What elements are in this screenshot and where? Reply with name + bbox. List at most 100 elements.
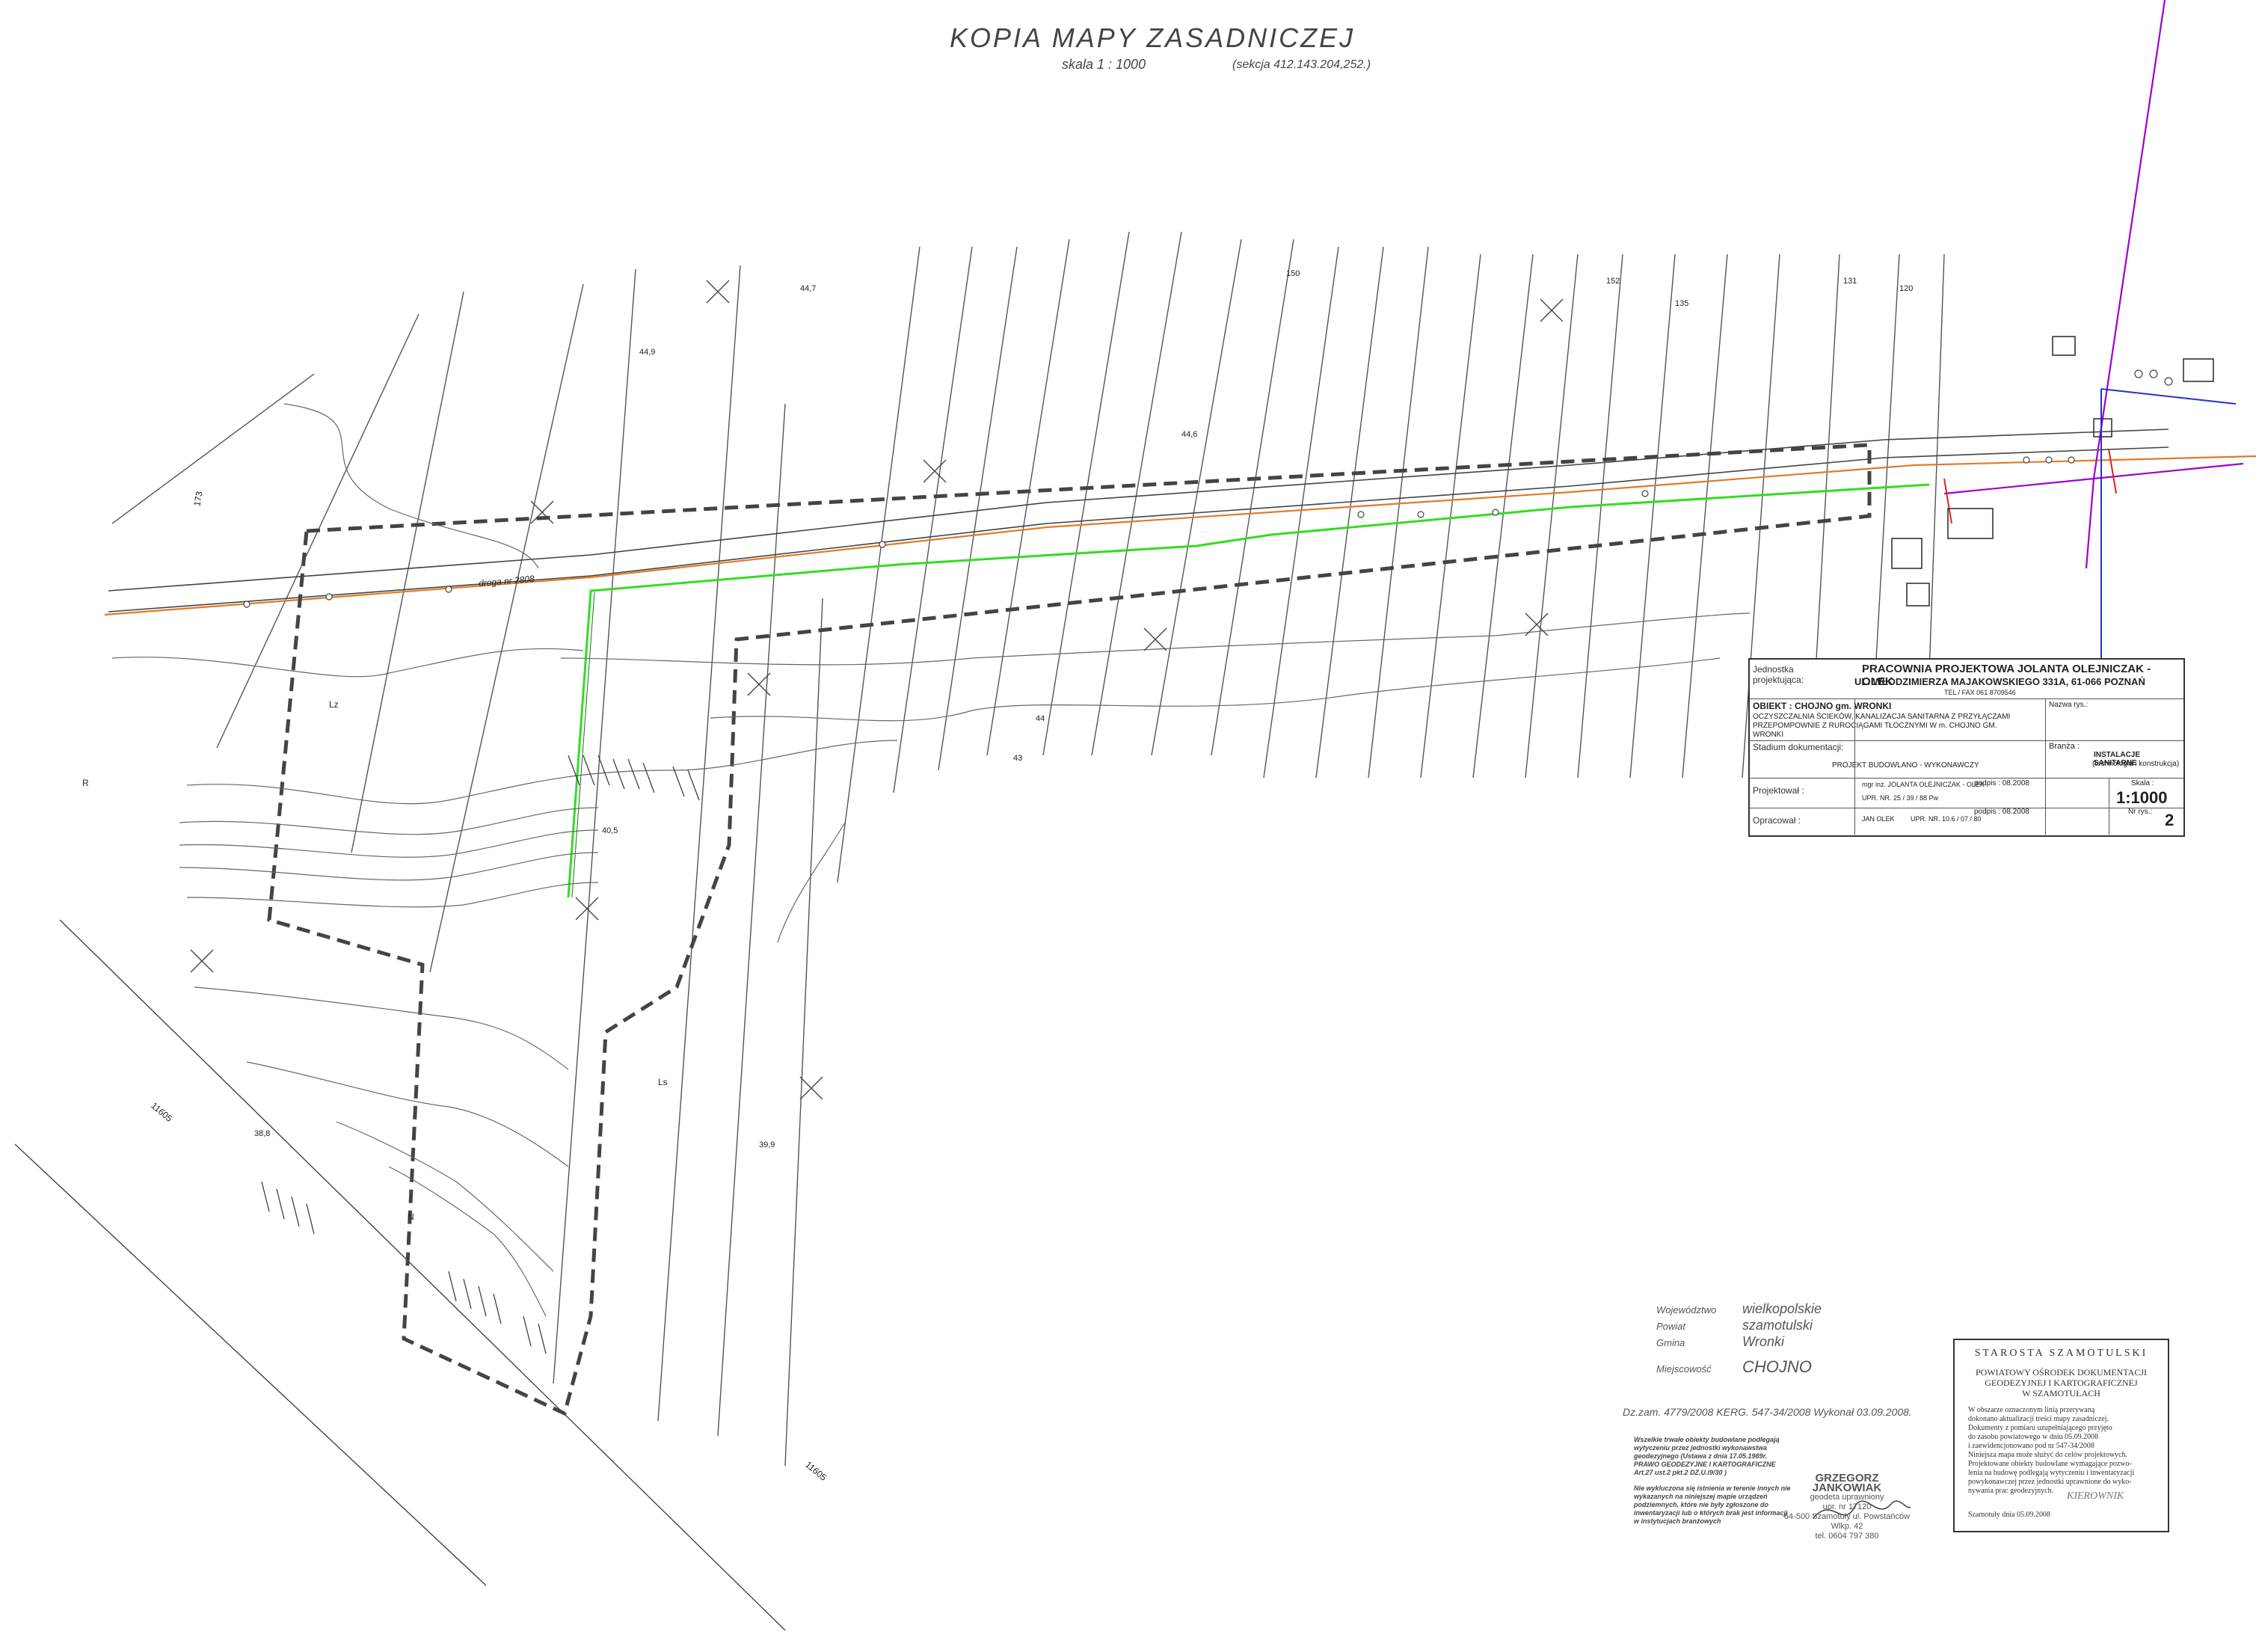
elevation-label: 44,6 bbox=[1181, 430, 1198, 439]
surveyor-name: GRZEGORZ JANKOWIAK bbox=[1812, 1472, 1882, 1494]
tb-designer-sign: podpis : 08.2008 bbox=[1974, 779, 2029, 787]
district-value: szamotulski bbox=[1742, 1318, 1813, 1333]
survey-area-boundary bbox=[267, 443, 1872, 1416]
commune-row: Gmina Wronki bbox=[1656, 1334, 1784, 1350]
order-numbers: Dz.zam. 4779/2008 KERG. 547-34/2008 Wyko… bbox=[1623, 1406, 1912, 1418]
voivodeship-value: wielkopolskie bbox=[1742, 1301, 1822, 1316]
tb-divider bbox=[1854, 698, 1855, 835]
starosta-date: Szamotuły dnia 05.09.2008 bbox=[1968, 1511, 2050, 1519]
starosta-line: Projektowane obiekty budowlane wymagając… bbox=[1968, 1460, 2132, 1468]
tb-divider bbox=[2045, 698, 2046, 835]
starosta-office: POWIATOWY OŚRODEK DOKUMENTACJI GEODEZYJN… bbox=[1955, 1367, 2168, 1398]
starosta-line: Dokumenty z pomiaru uzupełniającego przy… bbox=[1968, 1424, 2112, 1432]
starosta-line: nywania prac geodezyjnych. bbox=[1968, 1487, 2054, 1495]
tb-sheet-value: 2 bbox=[2165, 811, 2174, 829]
starosta-line: lenia na budowę podlegają wytyczeniu i i… bbox=[1968, 1469, 2135, 1477]
tb-drawer-upr: UPR. NR. 10.6 / 07 / 80 bbox=[1911, 815, 1982, 823]
tb-unit-row: Jednostka projektująca: PRACOWNIA PROJEK… bbox=[1750, 660, 2183, 699]
starosta-line: powykonawczej przez jednostki uprawnione… bbox=[1968, 1478, 2132, 1486]
tb-stage-label: Stadium dokumentacji: bbox=[1753, 742, 1844, 752]
landuse-label: N bbox=[408, 1212, 414, 1222]
surveyor-phone: tel. 0604 797 380 bbox=[1815, 1532, 1879, 1541]
commune-value: Wronki bbox=[1742, 1334, 1785, 1349]
surveyor-role: geodeta uprawniony bbox=[1810, 1493, 1884, 1502]
tb-unit-tel: TEL / FAX 061 8709546 bbox=[1944, 689, 2016, 696]
road-edges bbox=[108, 429, 2169, 612]
tb-sheet-label: Nr rys.: bbox=[2128, 808, 2153, 816]
landuse-label: Ls bbox=[658, 1077, 668, 1087]
elevation-label: 44,7 bbox=[800, 284, 817, 293]
parcel-lines bbox=[111, 231, 1945, 1467]
commune-label: Gmina bbox=[1656, 1337, 1685, 1348]
parcel-label: 120 bbox=[1899, 284, 1914, 293]
surveyor-license: upr. nr 17120 bbox=[1822, 1502, 1872, 1511]
tb-designer-upr: UPR. NR. 25 / 39 / 88 Pw bbox=[1862, 794, 1939, 802]
tb-drawer-label: Opracował : bbox=[1753, 815, 1801, 826]
starosta-line: Niniejsza mapa może służyć do celów proj… bbox=[1968, 1451, 2127, 1459]
title-block: Jednostka projektująca: PRACOWNIA PROJEK… bbox=[1748, 658, 2185, 837]
starosta-office-line: W SZAMOTUŁACH bbox=[2022, 1388, 2100, 1398]
map-title: KOPIA MAPY ZASADNICZEJ bbox=[950, 22, 1356, 53]
elevation-label: 38,8 bbox=[254, 1129, 271, 1138]
starosta-heading: STAROSTA SZAMOTULSKI bbox=[1974, 1348, 2148, 1359]
tb-nazwa-label: Nazwa rys.: bbox=[2049, 701, 2089, 709]
surveyor-stamp: GRZEGORZ JANKOWIAK geodeta uprawniony up… bbox=[1780, 1473, 1914, 1541]
elevation-label: 40,5 bbox=[602, 826, 618, 835]
poles bbox=[243, 369, 2173, 608]
elevation-label: 44 bbox=[1036, 714, 1045, 723]
tb-object-desc: PRZEPOMPOWNIE Z RUROCIĄGAMI TŁOCZNYMI W … bbox=[1753, 722, 1997, 730]
starosta-stamp-word: KIEROWNIK bbox=[2067, 1490, 2124, 1502]
tb-unit-address: UL. WŁODZIMIERZA MAJAKOWSKIEGO 331A, 61-… bbox=[1854, 676, 2145, 687]
voivodeship-label: Województwo bbox=[1656, 1304, 1717, 1315]
landuse-label: R bbox=[82, 778, 89, 788]
starosta-line: dokonano aktualizacji treści mapy zasadn… bbox=[1968, 1415, 2109, 1423]
tb-object-desc: OCZYSZCZALNIA ŚCIEKÓW, KANALIZACJA SANIT… bbox=[1753, 713, 2011, 721]
parcel-label: 152 bbox=[1606, 277, 1620, 286]
contour-lines bbox=[111, 403, 1751, 1317]
map-scale: skala 1 : 1000 bbox=[1062, 57, 1146, 72]
starosta-office-line: POWIATOWY OŚRODEK DOKUMENTACJI bbox=[1975, 1367, 2148, 1378]
elevation-label: 39,9 bbox=[759, 1140, 775, 1149]
tb-branch-label: Branża : bbox=[2049, 742, 2080, 751]
surveyor-signature bbox=[1813, 1500, 1911, 1519]
tb-scale-value: 1:1000 bbox=[2116, 788, 2168, 807]
legal-note-1: Wszelkie trwałe obiekty budowlane podleg… bbox=[1634, 1436, 1780, 1476]
elevation-label: 44,9 bbox=[639, 348, 656, 357]
legal-notes: Wszelkie trwałe obiekty budowlane podleg… bbox=[1634, 1436, 1791, 1526]
tb-object-row: OBIEKT : CHOJNO gm. WRONKI OCZYSZCZALNIA… bbox=[1750, 698, 2183, 741]
elevation-label: 43 bbox=[1013, 754, 1023, 763]
tb-drawer-value: JAN OLEK bbox=[1862, 815, 1895, 823]
tb-branch-value: INSTALACJE SANITARNE bbox=[2094, 751, 2141, 767]
tb-stage-row: Stadium dokumentacji: PROJEKT BUDOWLANO … bbox=[1750, 740, 2183, 779]
tb-object-desc: WRONKI bbox=[1753, 731, 1784, 739]
starosta-body: W obszarze oznaczonym linią przerywaną d… bbox=[1955, 1398, 2168, 1496]
parcel-label: 150 bbox=[1286, 269, 1300, 278]
buildings bbox=[1891, 336, 2214, 607]
tb-designer-row: Projektował : mgr inż. JOLANTA OLEJNICZA… bbox=[1750, 778, 2183, 808]
parcel-label: 131 bbox=[1843, 277, 1857, 286]
tb-unit-label: Jednostka projektująca: bbox=[1753, 664, 1804, 685]
lower-road bbox=[14, 919, 786, 1631]
starosta-approval-box: STAROSTA SZAMOTULSKI POWIATOWY OŚRODEK D… bbox=[1953, 1339, 2169, 1532]
town-label: Miejscowość bbox=[1656, 1363, 1712, 1375]
power-lines bbox=[1943, 0, 2244, 569]
starosta-line: i zaewidencjonowano pod nr 547-34/2008 bbox=[1968, 1442, 2094, 1450]
grid-crosses bbox=[190, 280, 1564, 1100]
tb-designer-value: mgr inż. JOLANTA OLEJNICZAK - OLEK bbox=[1862, 781, 1985, 788]
tb-object-label: OBIEKT : CHOJNO gm. WRONKI bbox=[1753, 701, 1892, 711]
starosta-line: W obszarze oznaczonym linią przerywaną bbox=[1968, 1406, 2095, 1414]
tb-unit-name: PRACOWNIA PROJEKTOWA JOLANTA OLEJNICZAK … bbox=[1862, 663, 2151, 688]
tb-stage-value: PROJEKT BUDOWLANO - WYKONAWCZY bbox=[1832, 761, 1979, 770]
tb-designer-label: Projektował : bbox=[1753, 785, 1804, 796]
legal-note-2: Nie wykluczona się istnienia w terenie i… bbox=[1634, 1484, 1791, 1525]
water-pipe bbox=[104, 455, 2256, 616]
tb-branch-sub: (technologia i konstrukcja) bbox=[2092, 760, 2180, 768]
tb-drawer-sign: podpis : 08.2008 bbox=[1974, 808, 2029, 816]
tb-drawer-row: Opracował : JAN OLEK UPR. NR. 10.6 / 07 … bbox=[1750, 808, 2183, 835]
designed-sewer-line bbox=[567, 483, 1930, 898]
landuse-label: Lz bbox=[329, 699, 339, 710]
surveyor-address: 64-500 Szamotuły ul. Powstańców Wlkp. 42 bbox=[1783, 1512, 1911, 1531]
starosta-office-line: GEODEZYJNEJ I KARTOGRAFICZNEJ bbox=[1985, 1378, 2138, 1388]
